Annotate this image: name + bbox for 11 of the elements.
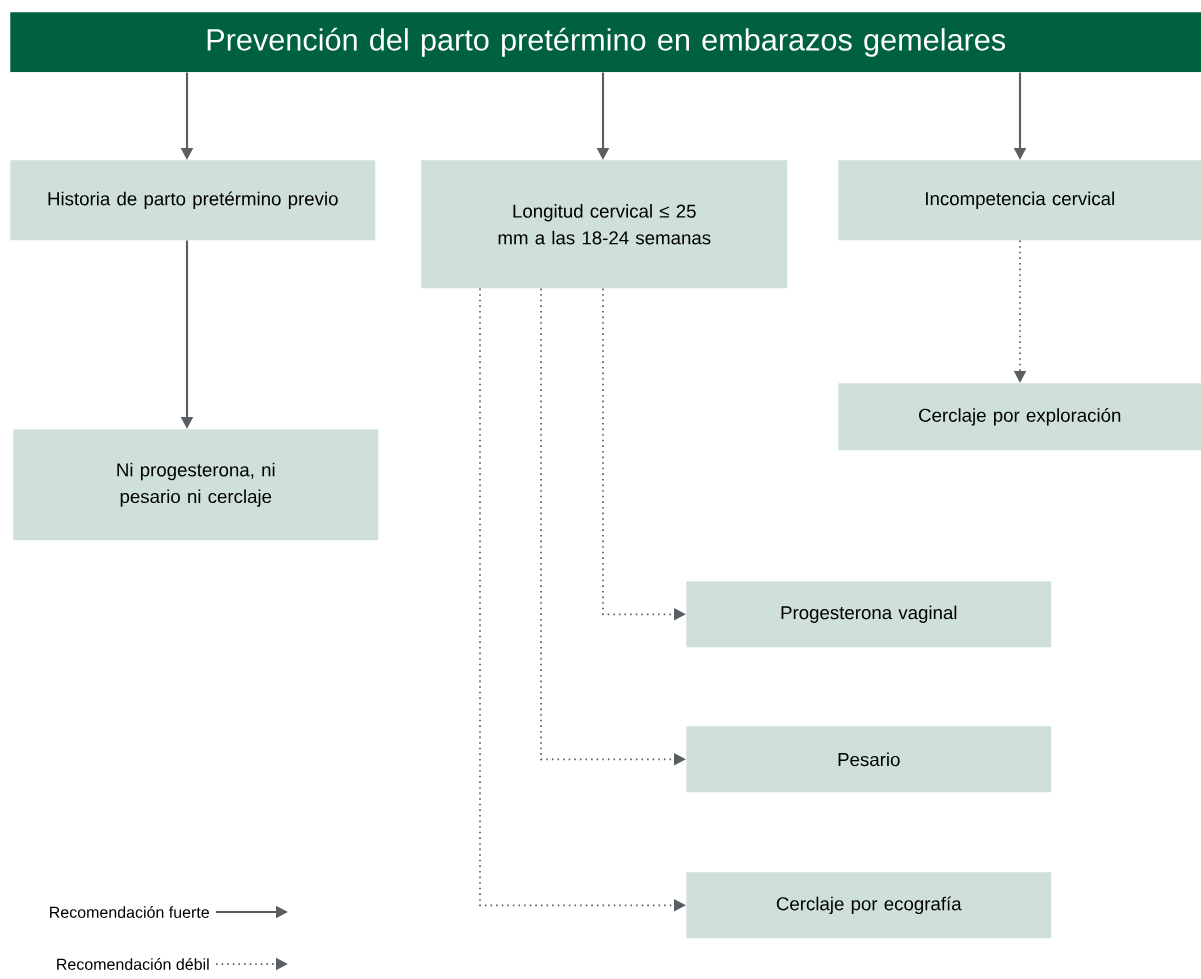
process-box: Progesterona vaginal (686, 581, 1052, 648)
process-box: Ni progesterona, ni pesario ni cerclaje (13, 429, 379, 541)
legend-label: Recomendación débil (57, 958, 209, 970)
process-box: Pesario (686, 726, 1052, 793)
title-bar: Prevención del parto pretérmino en embarazos gemelares (10, 12, 1201, 73)
process-box: Cerclaje por exploración (838, 383, 1201, 451)
legend-label: Recomendación fuerte (50, 906, 209, 918)
process-box: Incompetencia cervical (838, 160, 1201, 241)
process-box: Historia de parto pretérmino previo (10, 160, 376, 241)
process-box: Cerclaje por ecografía (686, 872, 1052, 939)
process-box: Longitud cervical ≤ 25 mm a las 18-24 semanas (421, 160, 788, 289)
